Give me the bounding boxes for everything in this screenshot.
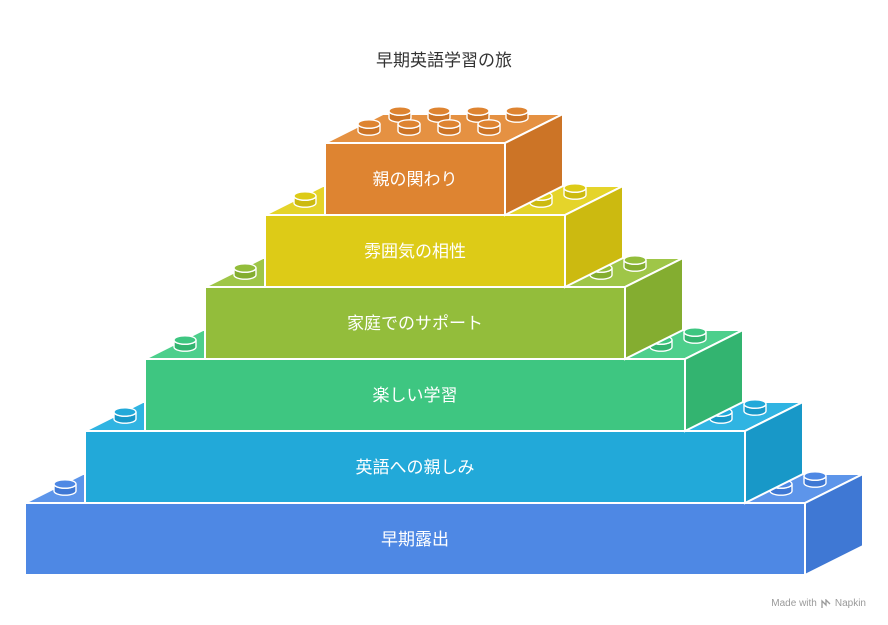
layer-label: 楽しい学習 <box>373 386 458 406</box>
layer-label: 英語への親しみ <box>356 458 475 478</box>
brand-name: Napkin <box>834 598 866 609</box>
brick-stud <box>437 119 461 136</box>
brick-stud <box>683 327 707 344</box>
brick-stud <box>293 191 317 208</box>
brick-stud <box>563 183 587 200</box>
brick-stud <box>357 119 381 136</box>
layer-front-face <box>84 430 746 504</box>
brick-stud <box>427 106 451 123</box>
layer-front-face <box>204 286 626 360</box>
layer-front-face <box>264 214 566 288</box>
napkin-logo-icon <box>821 598 831 608</box>
layer-front-face <box>24 502 806 576</box>
brick-stud <box>623 255 647 272</box>
layer-label: 親の関わり <box>373 170 458 190</box>
layer-label: 雰囲気の相性 <box>364 242 466 262</box>
brick-stud <box>466 106 490 123</box>
brick-stud <box>743 399 767 416</box>
layer-label: 早期露出 <box>381 530 449 550</box>
brick-stud <box>397 119 421 136</box>
pyramid-layer: 親の関わり <box>324 106 564 217</box>
brick-stud <box>53 479 77 496</box>
brick-stud <box>173 335 197 352</box>
layer-front-face <box>144 358 686 432</box>
diagram-title: 早期英語学習の旅 <box>376 51 512 71</box>
footer-credit: Made with Napkin <box>771 598 866 609</box>
brick-stud <box>233 263 257 280</box>
brick-stud <box>505 106 529 123</box>
brick-stud <box>113 407 137 424</box>
layer-front-face <box>324 142 506 216</box>
made-with-text: Made with <box>771 598 817 609</box>
brick-stud <box>477 119 501 136</box>
layer-label: 家庭でのサポート <box>347 314 483 334</box>
brick-stud <box>803 471 827 488</box>
